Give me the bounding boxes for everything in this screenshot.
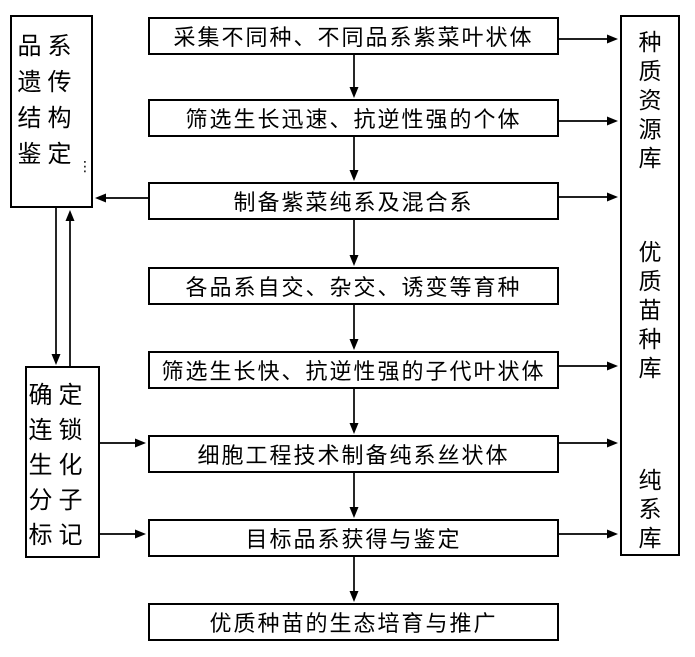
step-box-7: 目标品系获得与鉴定 xyxy=(148,519,559,557)
step-7-label: 目标品系获得与鉴定 xyxy=(245,527,462,552)
arrow-step5-to-step6 xyxy=(349,389,359,434)
arrow-step6-to-right-box xyxy=(559,438,618,448)
step-3-label: 制备紫菜纯系及混合系 xyxy=(233,190,474,215)
arrow-step3-to-step4 xyxy=(349,220,359,266)
step-box-1: 采集不同种、不同品系紫菜叶状体 xyxy=(148,17,559,55)
arrow-step1-to-step2 xyxy=(349,54,359,98)
step-box-6: 细胞工程技术制备纯系丝状体 xyxy=(148,435,559,473)
step-box-4: 各品系自交、杂交、诱变等育种 xyxy=(148,267,559,305)
arrow-step3-to-left-top-box xyxy=(95,193,148,203)
arrow-left-bottom-to-left-top xyxy=(65,210,75,366)
repositories-box: 种质资源库 优质苗种库 纯系库 xyxy=(620,15,680,556)
arrow-step2-to-right-box xyxy=(559,116,618,126)
quality-seedling-repository-label: 优质苗种库 xyxy=(638,239,662,381)
ellipsis-mark: ⋮ xyxy=(78,158,92,174)
arrow-step3-to-right-box xyxy=(559,192,618,202)
arrow-left-top-to-left-bottom xyxy=(51,208,61,365)
step-6-label: 细胞工程技术制备纯系丝状体 xyxy=(197,443,510,468)
step-box-3: 制备紫菜纯系及混合系 xyxy=(148,182,559,220)
germplasm-repository-label: 种质资源库 xyxy=(638,29,662,171)
step-8-label: 优质种苗的生态培育与推广 xyxy=(209,611,498,636)
arrow-left-bottom-to-step7 xyxy=(100,529,146,539)
step-box-2: 筛选生长迅速、抗逆性强的个体 xyxy=(148,99,559,137)
linked-biochemical-molecular-markers-box: 确定连锁生化分子标记 xyxy=(25,366,100,558)
step-1-label: 采集不同种、不同品系紫菜叶状体 xyxy=(173,25,534,50)
linked-biochemical-molecular-markers-label: 确定连锁生化分子标记 xyxy=(28,382,89,549)
step-5-label: 筛选生长快、抗逆性强的子代叶状体 xyxy=(161,359,546,384)
step-4-label: 各品系自交、杂交、诱变等育种 xyxy=(185,275,522,300)
step-2-label: 筛选生长迅速、抗逆性强的个体 xyxy=(185,107,522,132)
strain-genetic-structure-identification-label: 品系遗传结构鉴定 xyxy=(17,33,78,168)
arrow-step7-to-right-box xyxy=(559,529,618,539)
pure-line-repository-label: 纯系库 xyxy=(638,467,662,551)
arrow-left-bottom-to-step6 xyxy=(100,438,146,448)
strain-genetic-structure-identification-box: 品系遗传结构鉴定 ⋮ xyxy=(10,15,93,208)
arrow-step4-to-step5 xyxy=(349,305,359,350)
step-box-5: 筛选生长快、抗逆性强的子代叶状体 xyxy=(148,351,559,389)
arrow-step6-to-step7 xyxy=(349,473,359,518)
arrow-step5-to-right-box xyxy=(559,361,618,371)
arrow-step7-to-step8 xyxy=(349,557,359,602)
arrow-step1-to-right-box xyxy=(559,34,618,44)
arrow-step2-to-step3 xyxy=(349,137,359,181)
step-box-8: 优质种苗的生态培育与推广 xyxy=(148,603,559,641)
